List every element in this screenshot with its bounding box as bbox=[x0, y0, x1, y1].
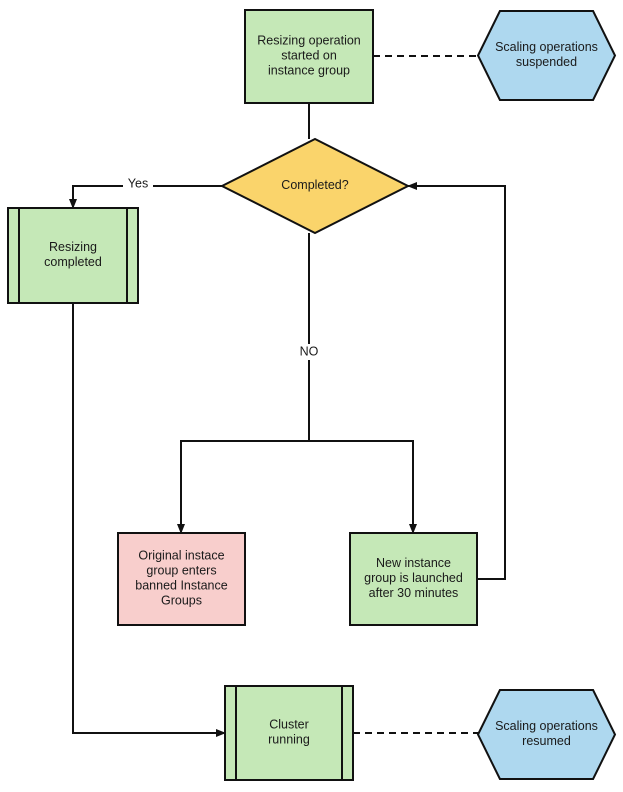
node-label-line: running bbox=[268, 733, 310, 747]
node-label-line: Groups bbox=[161, 594, 202, 608]
edge-label-backdrop bbox=[298, 344, 320, 360]
edge-decision-yes bbox=[69, 185, 222, 209]
node-label-line: resumed bbox=[522, 734, 571, 748]
node-label-line: Resizing operation bbox=[257, 34, 361, 48]
process-shape bbox=[349, 532, 478, 626]
node-label-line: instance group bbox=[268, 64, 350, 78]
node-label-line: Scaling operations bbox=[495, 40, 598, 54]
node-label-line: Completed? bbox=[281, 178, 348, 192]
edge-label-edge-decision-yes: Yes bbox=[128, 176, 148, 190]
decision-shape bbox=[219, 137, 411, 235]
node-label-line: New instance bbox=[376, 556, 451, 570]
edge-no-to-new-group bbox=[309, 440, 417, 534]
predefined-process-shape bbox=[224, 685, 354, 781]
node-label-line: Original instace bbox=[138, 549, 224, 563]
process-shape bbox=[244, 9, 374, 104]
connectors-layer bbox=[69, 55, 506, 737]
edge-no-to-original bbox=[177, 440, 309, 534]
edge-new-group-retry bbox=[407, 182, 506, 580]
node-label-line: started on bbox=[281, 49, 337, 63]
hexagon-shape bbox=[476, 10, 617, 101]
predefined-process-shape bbox=[7, 207, 139, 304]
node-label-line: group is launched bbox=[364, 571, 463, 585]
edge-label-backdrop bbox=[123, 176, 153, 192]
edge-label-edge-decision-no: NO bbox=[300, 344, 319, 358]
node-label-line: Resizing bbox=[49, 240, 97, 254]
node-label: Completed? bbox=[281, 178, 348, 192]
node-label-line: Cluster bbox=[269, 718, 309, 732]
node-label-line: banned Instance bbox=[135, 579, 227, 593]
node-label-line: group enters bbox=[146, 564, 216, 578]
hexagon-shape bbox=[476, 689, 617, 780]
node-label-line: Scaling operations bbox=[495, 719, 598, 733]
node-label-line: completed bbox=[44, 255, 102, 269]
node-completed-decision[interactable]: Completed? bbox=[219, 137, 411, 235]
process-shape bbox=[117, 532, 246, 626]
node-label-line: after 30 minutes bbox=[369, 586, 459, 600]
node-label-line: suspended bbox=[516, 55, 577, 69]
edge-resizing-to-cluster bbox=[72, 303, 226, 737]
